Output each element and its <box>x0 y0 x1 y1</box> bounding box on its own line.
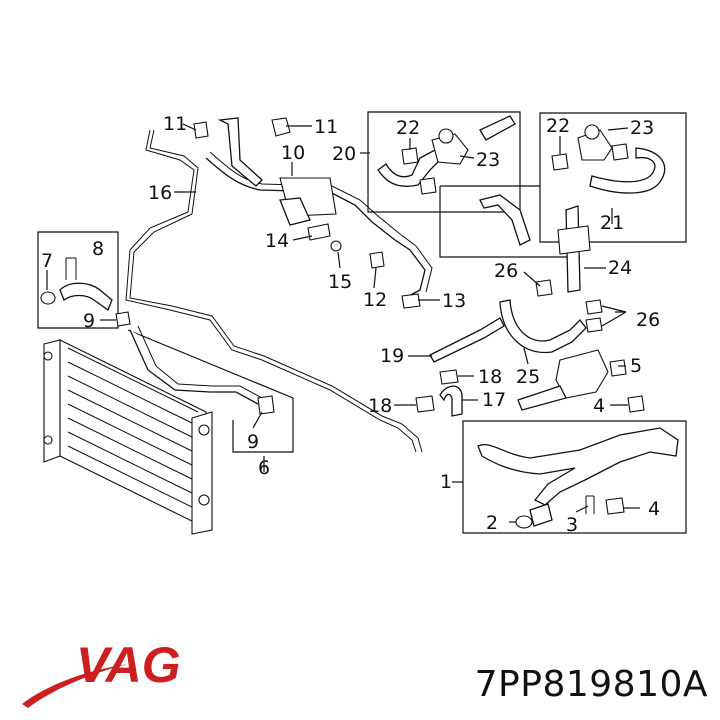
clamps <box>115 117 645 529</box>
callout-3: 3 <box>566 514 578 536</box>
hose-11 <box>217 117 263 187</box>
hose-8 <box>40 257 113 312</box>
callout-20: 20 <box>332 143 356 165</box>
hose-19 <box>429 317 505 363</box>
callout-6: 6 <box>258 457 270 479</box>
hose-22-23-left <box>377 115 516 187</box>
callout-22-right: 22 <box>546 115 570 137</box>
callout-19: 19 <box>380 345 404 367</box>
callout-15: 15 <box>328 271 352 293</box>
callout-14: 14 <box>265 230 289 252</box>
callout-26-top: 26 <box>494 260 518 282</box>
callout-1: 1 <box>440 471 452 493</box>
callout-4-lower: 4 <box>648 498 660 520</box>
callout-23-right: 23 <box>630 117 654 139</box>
thermostat-housing-5 <box>517 349 609 411</box>
callout-21: 21 <box>600 212 624 234</box>
callout-8: 8 <box>92 238 104 260</box>
callout-17: 17 <box>482 389 506 411</box>
hose-25 <box>499 299 587 354</box>
callout-10: 10 <box>281 142 305 164</box>
callout-11-right: 11 <box>314 116 338 138</box>
callout-16: 16 <box>148 182 172 204</box>
callout-7: 7 <box>41 250 53 272</box>
leader-lines <box>46 123 640 523</box>
group-box-6-lower <box>127 329 294 453</box>
callout-22-left: 22 <box>396 117 420 139</box>
callout-2: 2 <box>486 512 498 534</box>
callout-9-lower: 9 <box>247 431 259 453</box>
radiator <box>43 339 213 535</box>
callout-11-left: 11 <box>163 113 187 135</box>
callout-labels: 11 11 10 16 14 15 12 13 7 8 9 9 6 20 22 … <box>41 113 660 536</box>
callout-13: 13 <box>442 290 466 312</box>
callout-4-upper: 4 <box>593 395 605 417</box>
callout-18-right: 18 <box>478 366 502 388</box>
callout-5: 5 <box>630 355 642 377</box>
callout-26-right: 26 <box>636 309 660 331</box>
pipe-24 <box>557 205 591 293</box>
callout-9-left: 9 <box>83 310 95 332</box>
vag-logo: VAG <box>22 637 181 708</box>
group-box-1 <box>462 420 687 534</box>
hose-21-right <box>479 124 666 246</box>
hose-6 <box>129 325 263 405</box>
group-box-21 <box>539 112 687 243</box>
hose-1 <box>477 427 679 527</box>
logo-swoosh <box>22 664 128 708</box>
callout-24: 24 <box>608 257 632 279</box>
callout-12: 12 <box>363 289 387 311</box>
callout-18-left: 18 <box>368 395 392 417</box>
hose-10 <box>205 151 433 299</box>
part-number: 7PP819810A <box>474 664 708 705</box>
hose-16-line <box>125 129 423 453</box>
group-box-21-ext <box>439 185 580 258</box>
logo-text: VAG <box>76 637 181 693</box>
group-box-6 <box>37 231 119 329</box>
callout-23-left: 23 <box>476 149 500 171</box>
hose-17 <box>439 385 463 417</box>
callout-25: 25 <box>516 366 540 388</box>
